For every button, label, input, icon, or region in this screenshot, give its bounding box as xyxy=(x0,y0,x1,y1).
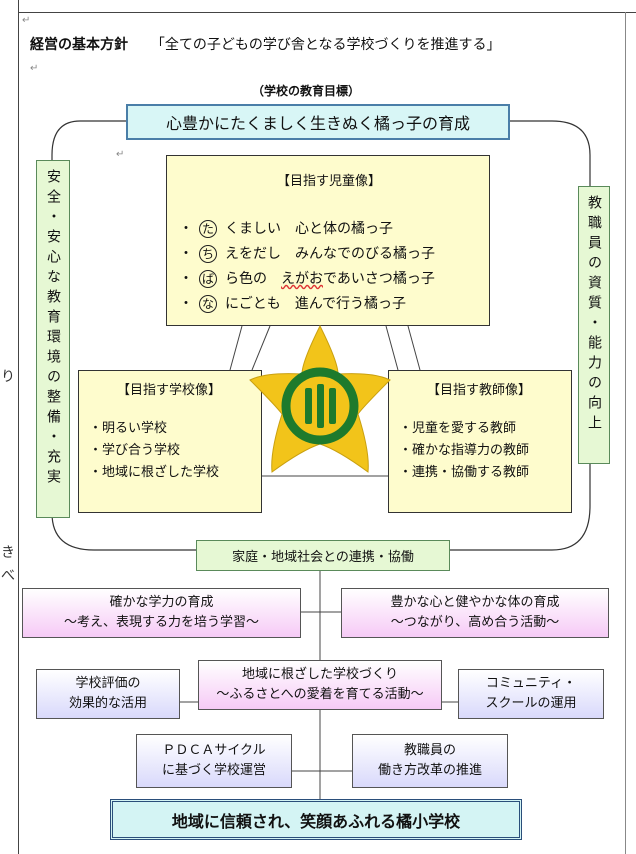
ideal-school-item: ・明るい学校 xyxy=(89,421,168,436)
left-pillar-text: 安全・安心な教育環境の整備・充実 xyxy=(45,169,61,489)
policy-text: 「全ての子どもの学び舎となる学校づくりを推進する」 xyxy=(150,37,501,53)
ideal-teacher-title: 【目指す教師像】 xyxy=(426,383,531,398)
left-pillar-box: 安全・安心な教育環境の整備・充実 xyxy=(36,160,70,518)
hiragana-mark: ち xyxy=(199,245,217,263)
education-goal-box: 心豊かにたくましく生きぬく橘っ子の育成 xyxy=(126,104,510,140)
paragraph-mark: ↵ xyxy=(116,149,125,160)
ideal-child-item: ・ばら色の えがおであいさつ橘っ子 xyxy=(179,270,435,288)
ideal-child-item: ・たくましい 心と体の橘っ子 xyxy=(179,220,393,238)
education-goal-subtitle: （学校の教育目標） xyxy=(252,84,361,98)
ideal-teacher-item: ・確かな指導力の教師 xyxy=(399,443,530,458)
community-school-making-box: 地域に根ざした学校づくり ～ふるさとへの愛着を育てる活動～ xyxy=(198,660,442,710)
ideal-school-item: ・地域に根ざした学校 xyxy=(89,465,220,480)
academic-box: 確かな学力の育成 ～考え、表現する力を培う学習～ xyxy=(22,588,301,638)
frame-left-border xyxy=(18,0,19,854)
hiragana-mark: な xyxy=(199,295,217,313)
school-evaluation-box: 学校評価の 効果的な活用 xyxy=(36,669,180,719)
margin-fragment-bottom-1: き xyxy=(1,545,15,561)
paragraph-mark: ↵ xyxy=(22,15,31,26)
pdca-line1: ＰＤＣＡサイクル xyxy=(162,743,266,758)
pdca-box: ＰＤＣＡサイクル に基づく学校運営 xyxy=(136,734,292,788)
hiragana-mark: た xyxy=(199,220,217,238)
pdca-line2: に基づく学校運営 xyxy=(161,763,266,778)
work-reform-box: 教職員の 働き方改革の推進 xyxy=(352,734,508,788)
community-school-line1: コミュニティ・ xyxy=(485,676,577,691)
margin-fragment-top: り xyxy=(1,369,15,385)
work-reform-line2: 働き方改革の推進 xyxy=(377,763,482,778)
school-vision-box: 地域に信頼され、笑顔あふれる橘小学校 xyxy=(110,799,522,840)
ideal-child-list: ・たくましい 心と体の橘っ子 ・ちえをだし みんなでのびる橘っ子 ・ばら色の え… xyxy=(179,217,489,317)
academic-title: 確かな学力の育成 xyxy=(109,595,214,610)
hiragana-mark: ば xyxy=(199,270,217,288)
work-reform-line1: 教職員の xyxy=(403,743,456,758)
heart-body-title: 豊かな心と健やかな体の育成 xyxy=(390,595,560,610)
frame-top-border xyxy=(18,12,636,13)
paragraph-mark: ↵ xyxy=(30,63,39,74)
ideal-school-box: 【目指す学校像】 ・明るい学校 ・学び合う学校 ・地域に根ざした学校 xyxy=(78,370,262,513)
ideal-child-title: 【目指す児童像】 xyxy=(276,174,381,189)
community-school-line2: スクールの運用 xyxy=(485,696,577,711)
community-school-box: コミュニティ・ スクールの運用 xyxy=(458,669,604,719)
ideal-school-item: ・学び合う学校 xyxy=(89,443,181,458)
ideal-teacher-list: ・児童を愛する教師 ・確かな指導力の教師 ・連携・協働する教師 xyxy=(399,418,571,484)
school-vision-text: 地域に信頼され、笑顔あふれる橘小学校 xyxy=(171,811,461,831)
school-emblem xyxy=(249,324,391,473)
heart-body-subtitle: ～つながり、高め合う活動～ xyxy=(390,615,560,630)
margin-fragment-bottom-2: べ xyxy=(1,568,15,584)
policy-label: 経営の基本方針 xyxy=(30,37,128,53)
academic-subtitle: ～考え、表現する力を培う学習～ xyxy=(63,615,259,630)
ideal-teacher-box: 【目指す教師像】 ・児童を愛する教師 ・確かな指導力の教師 ・連携・協働する教師 xyxy=(388,370,572,513)
ideal-school-title: 【目指す学校像】 xyxy=(116,383,221,398)
school-evaluation-line1: 学校評価の xyxy=(75,676,141,691)
ideal-child-box: 【目指す児童像】 ・たくましい 心と体の橘っ子 ・ちえをだし みんなでのびる橘っ… xyxy=(166,155,490,326)
right-pillar-text: 教職員の資質・能力の向上 xyxy=(586,195,602,435)
frame-right-border xyxy=(625,12,626,854)
right-pillar-box: 教職員の資質・能力の向上 xyxy=(578,186,610,464)
community-school-making-subtitle: ～ふるさとへの愛着を育てる活動～ xyxy=(216,687,424,702)
education-goal-text: 心豊かにたくましく生きぬく橘っ子の育成 xyxy=(165,114,470,133)
ideal-child-item: ・ちえをだし みんなでのびる橘っ子 xyxy=(179,245,435,263)
school-evaluation-line2: 効果的な活用 xyxy=(68,696,147,711)
cooperation-text: 家庭・地域社会との連携・協働 xyxy=(232,550,414,565)
community-school-making-title: 地域に根ざした学校づくり xyxy=(241,667,398,682)
cooperation-box: 家庭・地域社会との連携・協働 xyxy=(196,540,450,571)
management-policy: 経営の基本方針 「全ての子どもの学び舎となる学校づくりを推進する」 xyxy=(30,34,500,54)
ideal-teacher-item: ・連携・協働する教師 xyxy=(399,465,530,480)
ideal-school-list: ・明るい学校 ・学び合う学校 ・地域に根ざした学校 xyxy=(89,418,261,484)
ideal-child-item: ・なにごとも 進んで行う橘っ子 xyxy=(179,295,407,313)
heart-body-box: 豊かな心と健やかな体の育成 ～つながり、高め合う活動～ xyxy=(341,588,609,638)
ideal-teacher-item: ・児童を愛する教師 xyxy=(399,421,517,436)
